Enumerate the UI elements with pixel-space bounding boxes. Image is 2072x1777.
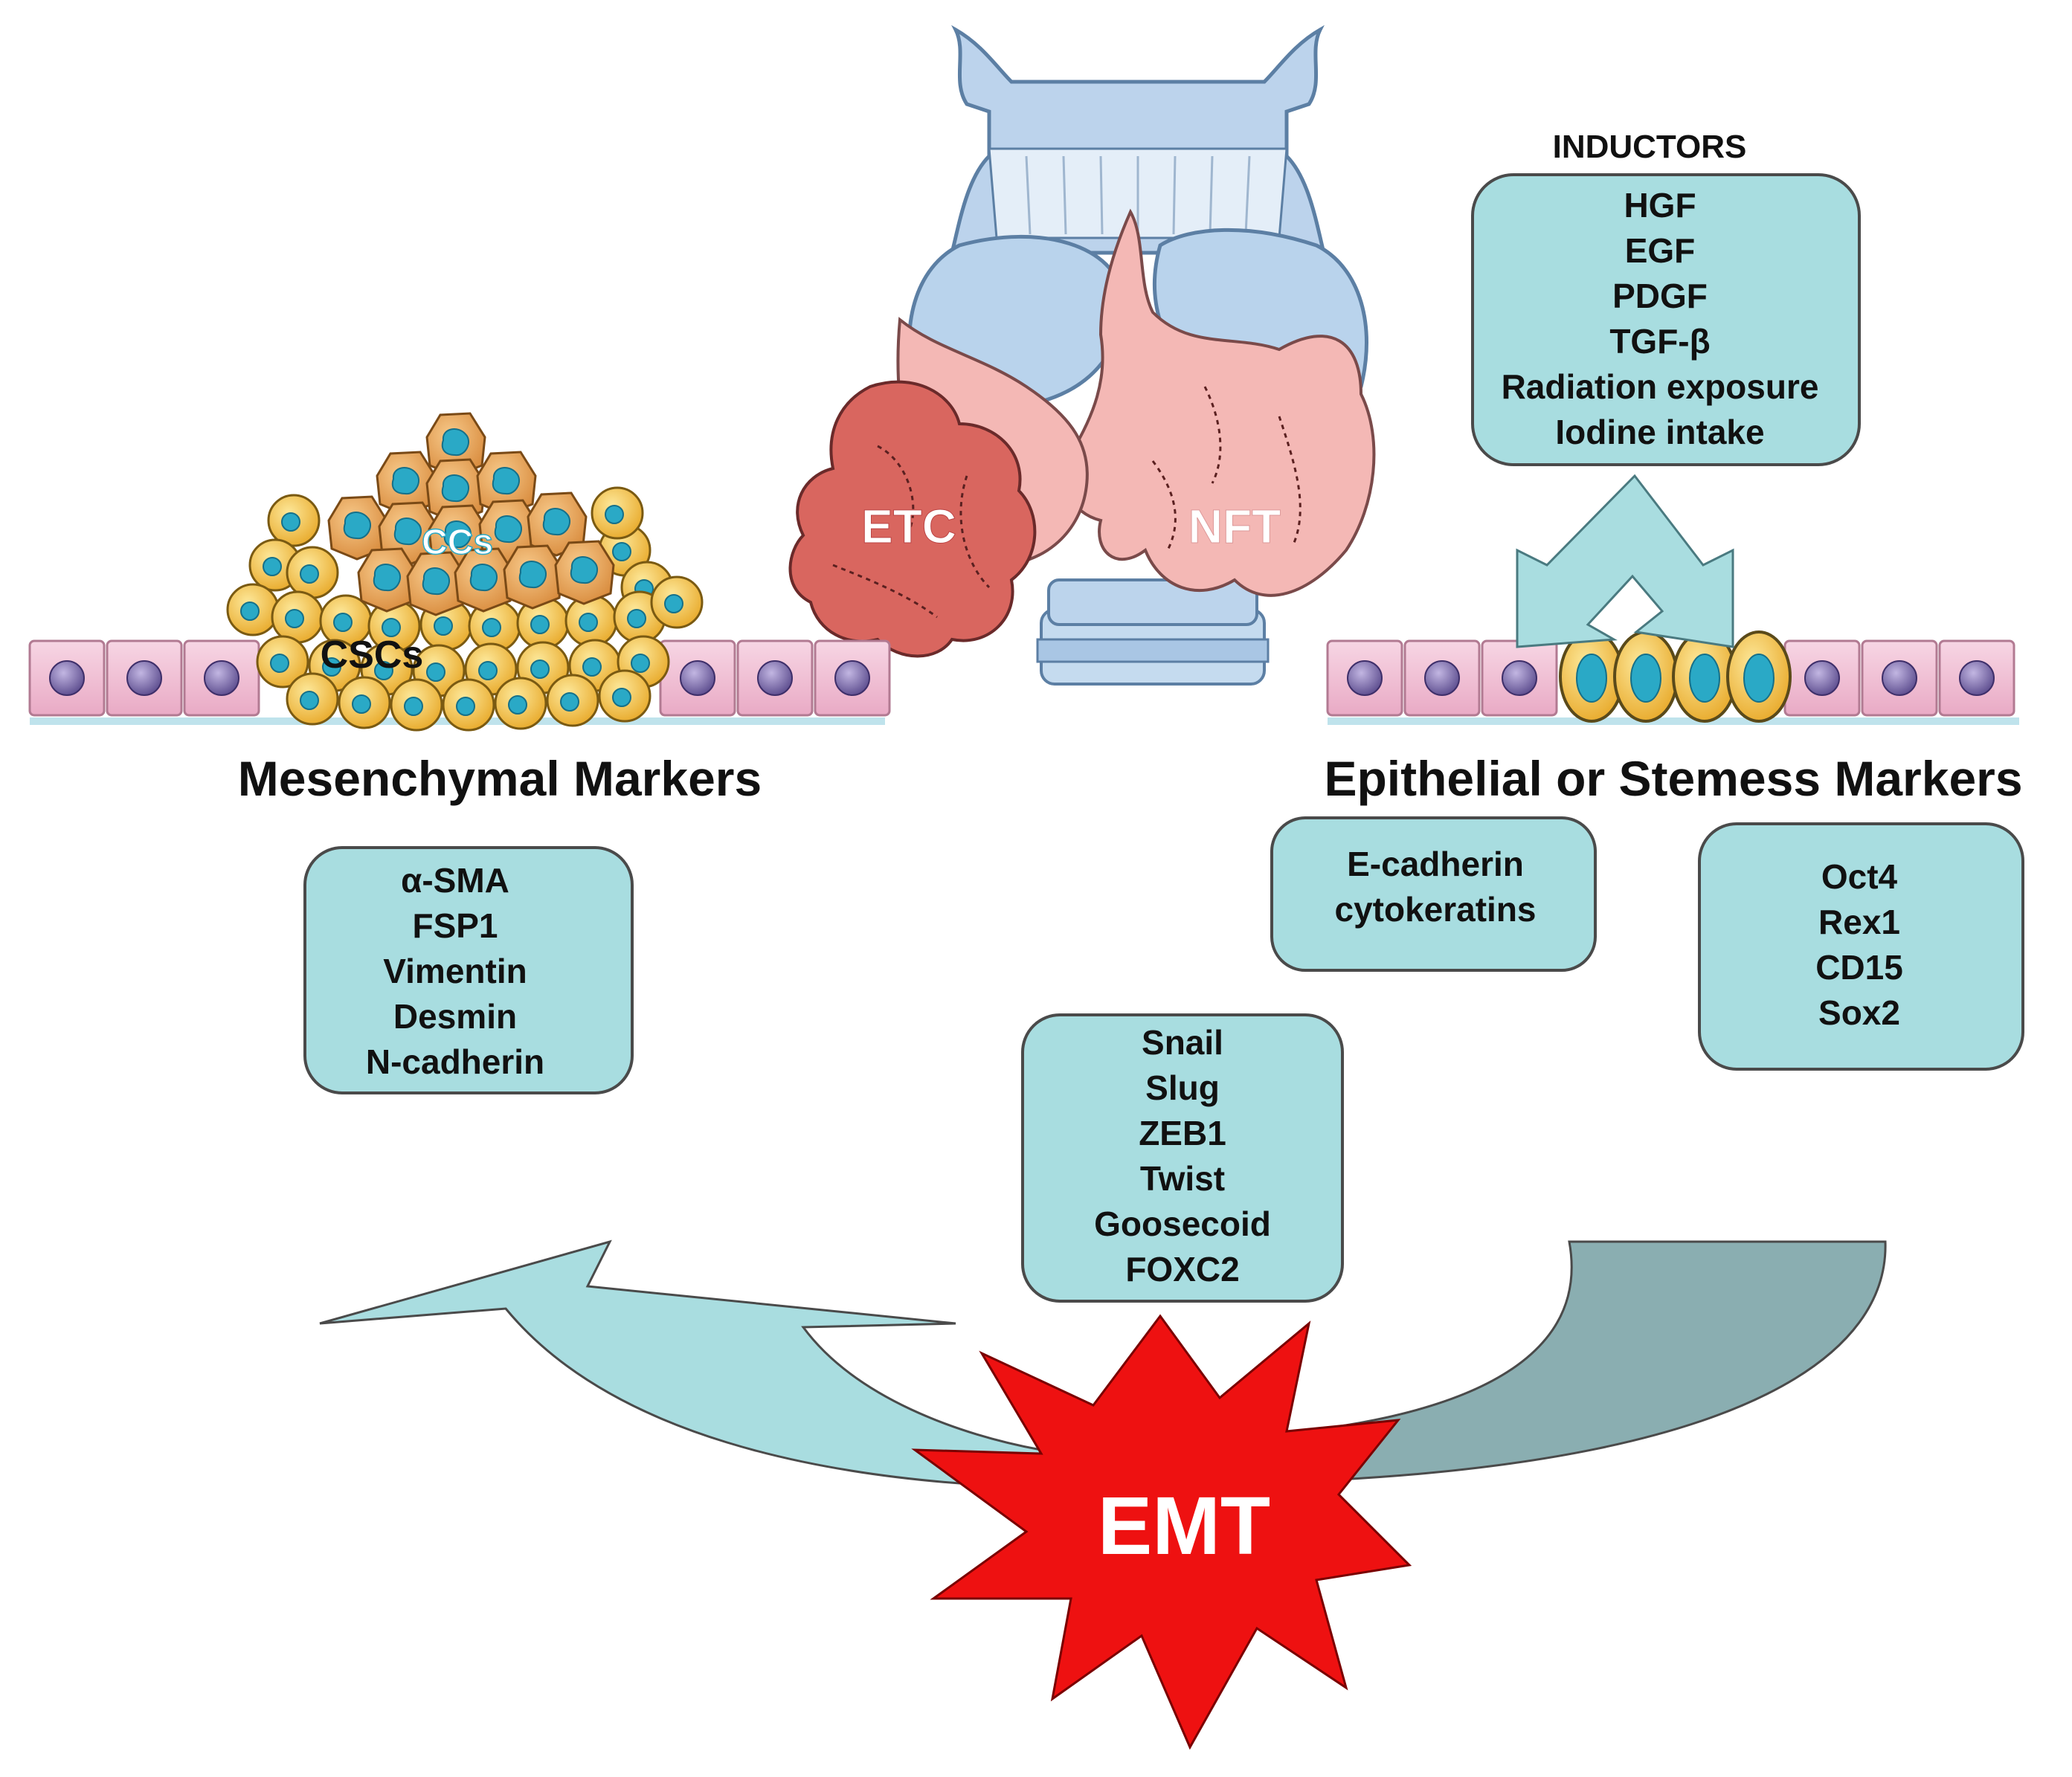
stem-cell xyxy=(1559,631,1624,723)
nft-label: NFT xyxy=(1188,500,1281,553)
cancer-cell xyxy=(554,540,615,605)
transcription-factors-box xyxy=(1021,1013,1344,1303)
inductor-item: TGF-β xyxy=(1609,322,1710,361)
epithelial-cell xyxy=(814,639,891,717)
epithelial-cell xyxy=(736,639,814,717)
csc-cell xyxy=(546,674,599,727)
tumor-lobule-lines xyxy=(832,386,1302,619)
csc-cell xyxy=(598,669,651,723)
epithelial-cell xyxy=(1481,639,1558,717)
stemness-marker-item: Sox2 xyxy=(1818,993,1900,1032)
cancer-cell xyxy=(406,551,467,616)
inductor-item: Radiation exposure xyxy=(1502,367,1819,406)
epithelial-cell xyxy=(28,639,106,717)
trachea xyxy=(1036,578,1270,686)
nft-lobe xyxy=(1064,208,1376,597)
inductor-item: EGF xyxy=(1625,231,1696,270)
inductors-arrow-shape xyxy=(1516,474,1734,648)
inductor-item: PDGF xyxy=(1612,277,1708,315)
csc-cell xyxy=(271,590,324,644)
csc-cell xyxy=(286,672,339,726)
transcription-factor-item: FOXC2 xyxy=(1125,1250,1239,1289)
emt-label: EMT xyxy=(1098,1480,1270,1572)
mesenchymal-marker-item: N-cadherin xyxy=(366,1042,544,1081)
mesenchymal-marker-item: FSP1 xyxy=(412,906,498,945)
mesenchymal-marker-item: Desmin xyxy=(393,997,517,1036)
inductor-item: Iodine intake xyxy=(1555,413,1764,451)
thyroid-illustration: ETC NFT xyxy=(788,25,1376,686)
epithelial-cell xyxy=(106,639,183,717)
epithelial-cell xyxy=(1783,639,1861,717)
cancer-cell xyxy=(476,451,537,516)
csc-cell xyxy=(591,486,644,540)
csc-cell xyxy=(286,546,339,599)
ccs-label: CCs xyxy=(422,523,493,562)
inductors-box xyxy=(1471,173,1861,466)
csc-cell xyxy=(650,575,704,629)
cscs-label: CSCs xyxy=(321,633,424,677)
tumor-cell-cluster xyxy=(226,412,704,732)
csc-cell xyxy=(256,635,309,688)
mesenchymal-heading: Mesenchymal Markers xyxy=(238,751,762,806)
epithelial-cell xyxy=(659,639,736,717)
csc-cell xyxy=(494,677,547,730)
csc-cell xyxy=(468,599,521,653)
stemness-marker-item: CD15 xyxy=(1815,948,1903,987)
inductors-title: INDUCTORS xyxy=(1553,129,1747,165)
etc-tumor xyxy=(788,380,1037,658)
stemness-markers-box xyxy=(1698,822,2024,1071)
csc-cell xyxy=(319,594,373,648)
transcription-factor-item: ZEB1 xyxy=(1139,1114,1226,1152)
epithelial-marker-item: E-cadherin xyxy=(1347,845,1524,883)
cancer-cell xyxy=(503,544,564,610)
transcription-factor-item: Goosecoid xyxy=(1094,1204,1271,1243)
stem-cell xyxy=(1726,631,1792,723)
mesenchymal-marker-item: Vimentin xyxy=(383,952,527,990)
transcription-factor-item: Twist xyxy=(1140,1159,1225,1198)
epithelial-markers-list: E-cadherin cytokeratins xyxy=(1334,845,1536,929)
csc-cell xyxy=(442,678,495,732)
epithelial-cell xyxy=(183,639,260,717)
right-curved-arrow xyxy=(1330,1240,1887,1481)
mesenchymal-marker-item: α-SMA xyxy=(401,861,509,900)
epithelial-marker-item: cytokeratins xyxy=(1334,890,1536,929)
epithelial-cell xyxy=(1326,639,1403,717)
epithelial-cell xyxy=(1403,639,1481,717)
transcription-factor-item: Slug xyxy=(1145,1068,1220,1107)
stemness-marker-item: Rex1 xyxy=(1818,903,1900,941)
stem-cell xyxy=(1613,631,1679,723)
transcription-factor-item: Snail xyxy=(1142,1023,1223,1062)
csc-cell xyxy=(338,676,391,729)
emt-starburst xyxy=(911,1314,1412,1750)
stemness-marker-item: Oct4 xyxy=(1821,857,1898,896)
csc-cell xyxy=(390,678,443,732)
csc-cell xyxy=(267,494,321,547)
etc-label: ETC xyxy=(861,500,956,553)
membrane-striations xyxy=(1025,155,1251,235)
epithelial-markers-box xyxy=(1270,816,1597,972)
cancer-cell xyxy=(454,547,515,613)
mesenchymal-markers-box xyxy=(303,846,634,1094)
epithelial-cell xyxy=(1861,639,1938,717)
epithelial-heading: Epithelial or Stemess Markers xyxy=(1324,751,2022,806)
epithelial-cell xyxy=(1938,639,2015,717)
csc-cell xyxy=(564,594,618,648)
right-epithelium xyxy=(1326,631,2019,725)
csc-cell xyxy=(226,583,280,636)
inductor-item: HGF xyxy=(1624,186,1696,225)
